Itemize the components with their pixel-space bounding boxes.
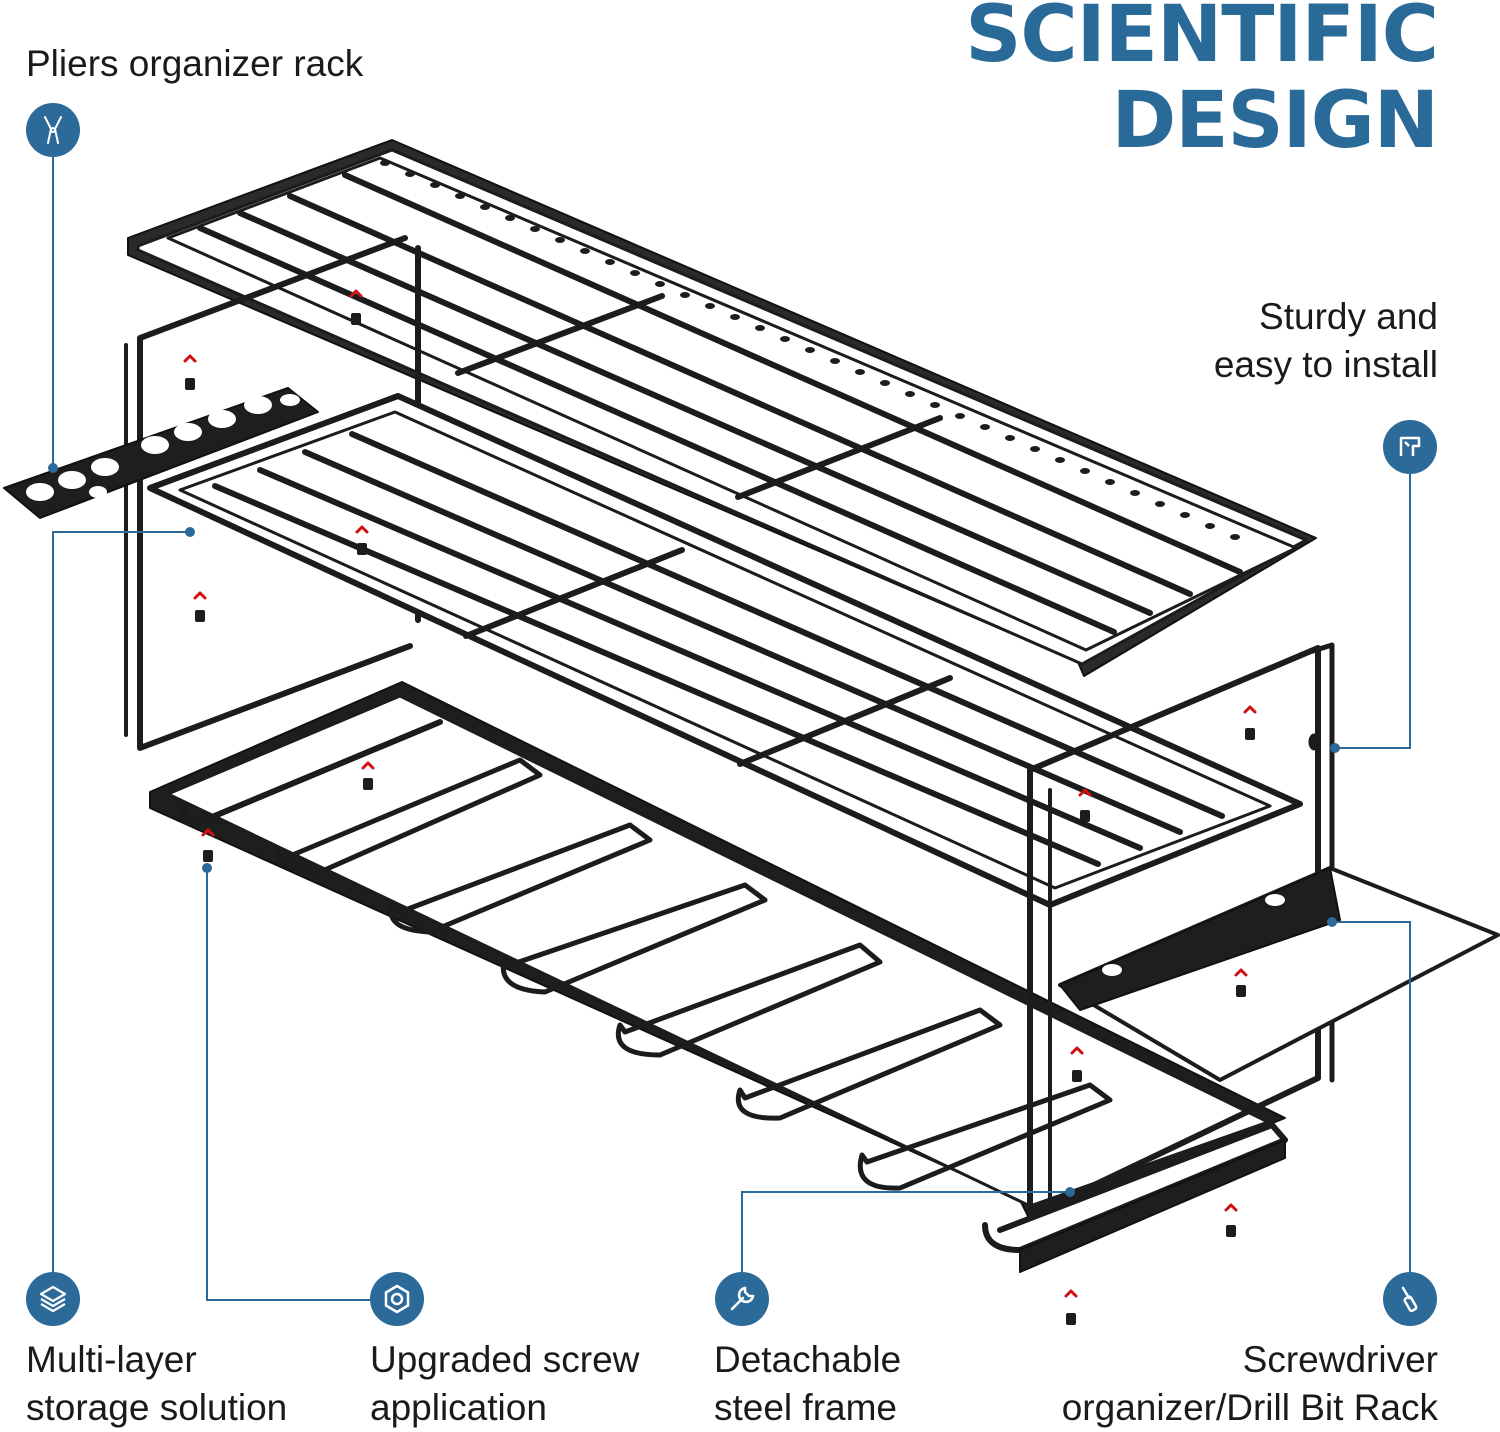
screw-line1: Upgraded screw xyxy=(370,1339,640,1380)
headline: SCIENTIFIC DESIGN xyxy=(965,0,1439,166)
wrench-icon xyxy=(715,1272,769,1326)
headline-line2: DESIGN xyxy=(1111,76,1439,166)
pliers-plate xyxy=(3,387,319,519)
sturdy-line1: Sturdy and xyxy=(1259,296,1438,337)
screw-markers xyxy=(183,289,1257,1325)
leader-lines xyxy=(48,155,1411,1301)
screw-line2: application xyxy=(370,1387,547,1428)
screw-label: Upgraded screw application xyxy=(370,1336,639,1432)
screwdriver-icon xyxy=(1383,1272,1437,1326)
pliers-icon xyxy=(26,103,80,157)
headline-line1: SCIENTIFIC xyxy=(965,0,1439,80)
frame-label: Detachable steel frame xyxy=(714,1336,901,1432)
screwdriver-line2: organizer/Drill Bit Rack xyxy=(1061,1387,1438,1428)
pliers-label: Pliers organizer rack xyxy=(26,43,364,84)
multilayer-line1: Multi-layer xyxy=(26,1339,197,1380)
screwdriver-hole-row xyxy=(380,160,1240,540)
multilayer-line2: storage solution xyxy=(26,1387,288,1428)
screwdriver-line1: Screwdriver xyxy=(1242,1339,1438,1380)
frame-line2: steel frame xyxy=(714,1387,898,1428)
sturdy-line2: easy to install xyxy=(1213,344,1438,385)
drill-holder-rack xyxy=(149,681,1288,1273)
frame-line1: Detachable xyxy=(714,1339,902,1380)
multilayer-label: Multi-layer storage solution xyxy=(26,1336,287,1432)
top-shelf xyxy=(127,139,1317,677)
layers-icon xyxy=(26,1272,80,1326)
screwdriver-label: Screwdriver organizer/Drill Bit Rack xyxy=(1062,1336,1438,1432)
nut-icon xyxy=(370,1272,424,1326)
mount-icon xyxy=(1383,420,1437,474)
sturdy-label: Sturdy and easy to install xyxy=(1214,293,1438,389)
